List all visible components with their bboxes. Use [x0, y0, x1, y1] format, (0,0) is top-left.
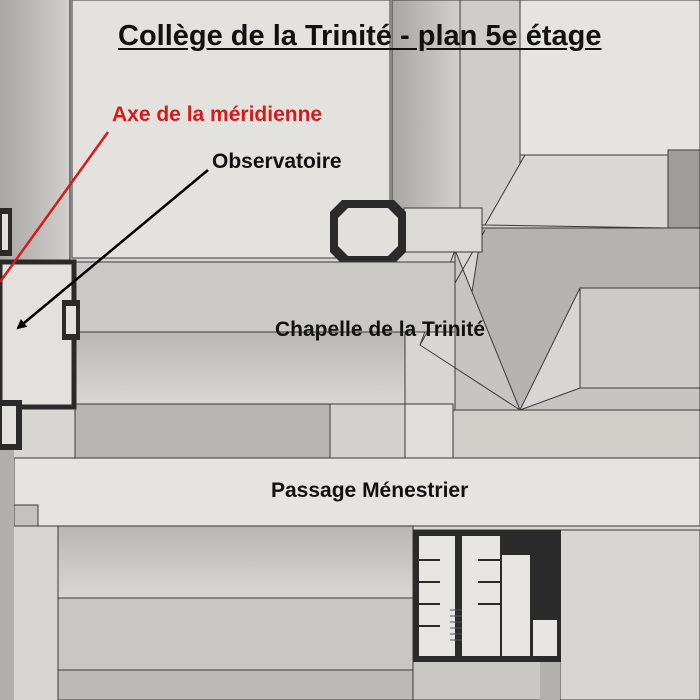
- chapel-roof: [484, 154, 669, 229]
- meridian-axis-label: Axe de la méridienne: [112, 103, 323, 126]
- observatory-building: [0, 259, 77, 410]
- chapel-nave: [579, 287, 700, 389]
- observatory-label: Observatoire: [212, 150, 342, 173]
- passage-band: [13, 457, 700, 527]
- chapel-label: Chapelle de la Trinité: [275, 318, 486, 341]
- east-wing-dark: [667, 149, 700, 231]
- observatory-arrow: [16, 169, 209, 330]
- map-title: Collège de la Trinité - plan 5e étage: [118, 20, 602, 52]
- north-gallery: [74, 261, 456, 333]
- south-west-block: [57, 525, 414, 599]
- meridian-axis-line: [0, 131, 110, 283]
- passage-label: Passage Ménestrier: [271, 479, 469, 502]
- central-gallery: [74, 331, 406, 405]
- central-corridor: [391, 0, 461, 211]
